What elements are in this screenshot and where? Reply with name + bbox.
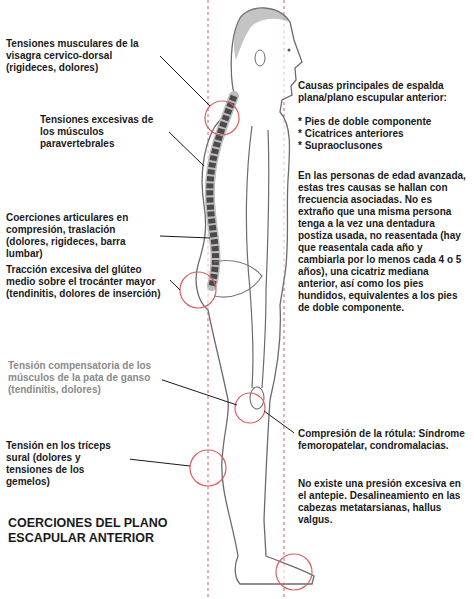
tension-circle xyxy=(180,272,216,308)
arm xyxy=(246,126,253,388)
tension-circle xyxy=(205,101,239,135)
leader-line xyxy=(170,280,180,290)
note-paragraph: En las personas de edad avanzada, estas … xyxy=(298,170,470,314)
label-holder: Tensión compensatoria de los músculos de… xyxy=(8,360,158,396)
label-holder: * Pies de doble componente xyxy=(298,116,470,128)
symptom-label: Tensiones musculares de la visagra cervi… xyxy=(6,38,156,74)
label-holder: * Cicatrices anteriores xyxy=(298,128,470,140)
head-hair xyxy=(234,8,290,60)
label-holder: Tensiones musculares de la visagra cervi… xyxy=(6,38,156,74)
arm-front xyxy=(262,130,269,388)
vertebrae xyxy=(210,96,234,286)
leader-line xyxy=(264,411,294,433)
symptom-label: Tensión compensatoria de los músculos de… xyxy=(8,360,158,396)
tension-circle xyxy=(190,450,226,486)
label-holder: Tracción excesiva del glúteo medio sobre… xyxy=(6,264,166,300)
symptom-label: Tracción excesiva del glúteo medio sobre… xyxy=(6,264,166,300)
tension-circle xyxy=(276,554,312,590)
symptom-label: Tensiones excesivas de los músculos para… xyxy=(40,114,165,150)
cause-item: * Cicatrices anteriores xyxy=(298,128,470,140)
cause-item: * Supraoclusones xyxy=(298,140,470,152)
label-holder: No existe una presión excesiva en el ant… xyxy=(298,478,468,526)
label-holder: En las personas de edad avanzada, estas … xyxy=(298,170,470,314)
label-holder: Tensiones excesivas de los músculos para… xyxy=(40,114,165,150)
diagram-title: COERCIONES DEL PLANO ESCAPULAR ANTERIOR xyxy=(8,516,208,546)
label-holder: Tensión en los tríceps sural (dolores y … xyxy=(6,440,126,488)
title-holder: COERCIONES DEL PLANO ESCAPULAR ANTERIOR xyxy=(8,516,208,546)
pelvis xyxy=(214,261,262,297)
label-holder: Causas principales de espalda plana/plan… xyxy=(298,80,470,104)
ear xyxy=(255,50,265,66)
leader-line xyxy=(160,56,210,106)
eye xyxy=(288,49,291,52)
label-holder: * Supraoclusones xyxy=(298,140,470,152)
symptom-label: Coerciones articulares en compresión, tr… xyxy=(6,212,156,260)
symptom-label: Tensión en los tríceps sural (dolores y … xyxy=(6,440,126,488)
leader-line xyxy=(162,380,237,405)
tension-circle xyxy=(235,393,265,423)
label-holder: Compresión de la rótula: Síndrome femoro… xyxy=(298,428,468,452)
label-holder: Coerciones articulares en compresión, tr… xyxy=(6,212,156,260)
symptom-label: No existe una presión excesiva en el ant… xyxy=(298,478,468,526)
spine xyxy=(210,96,234,286)
symptom-label: Compresión de la rótula: Síndrome femoro… xyxy=(298,428,468,452)
causes-heading: Causas principales de espalda plana/plan… xyxy=(298,80,470,104)
leader-line xyxy=(130,459,190,466)
cause-item: * Pies de doble componente xyxy=(298,116,470,128)
leader-line xyxy=(160,236,210,238)
leader-line xyxy=(169,132,204,166)
body-silhouette xyxy=(196,8,314,584)
